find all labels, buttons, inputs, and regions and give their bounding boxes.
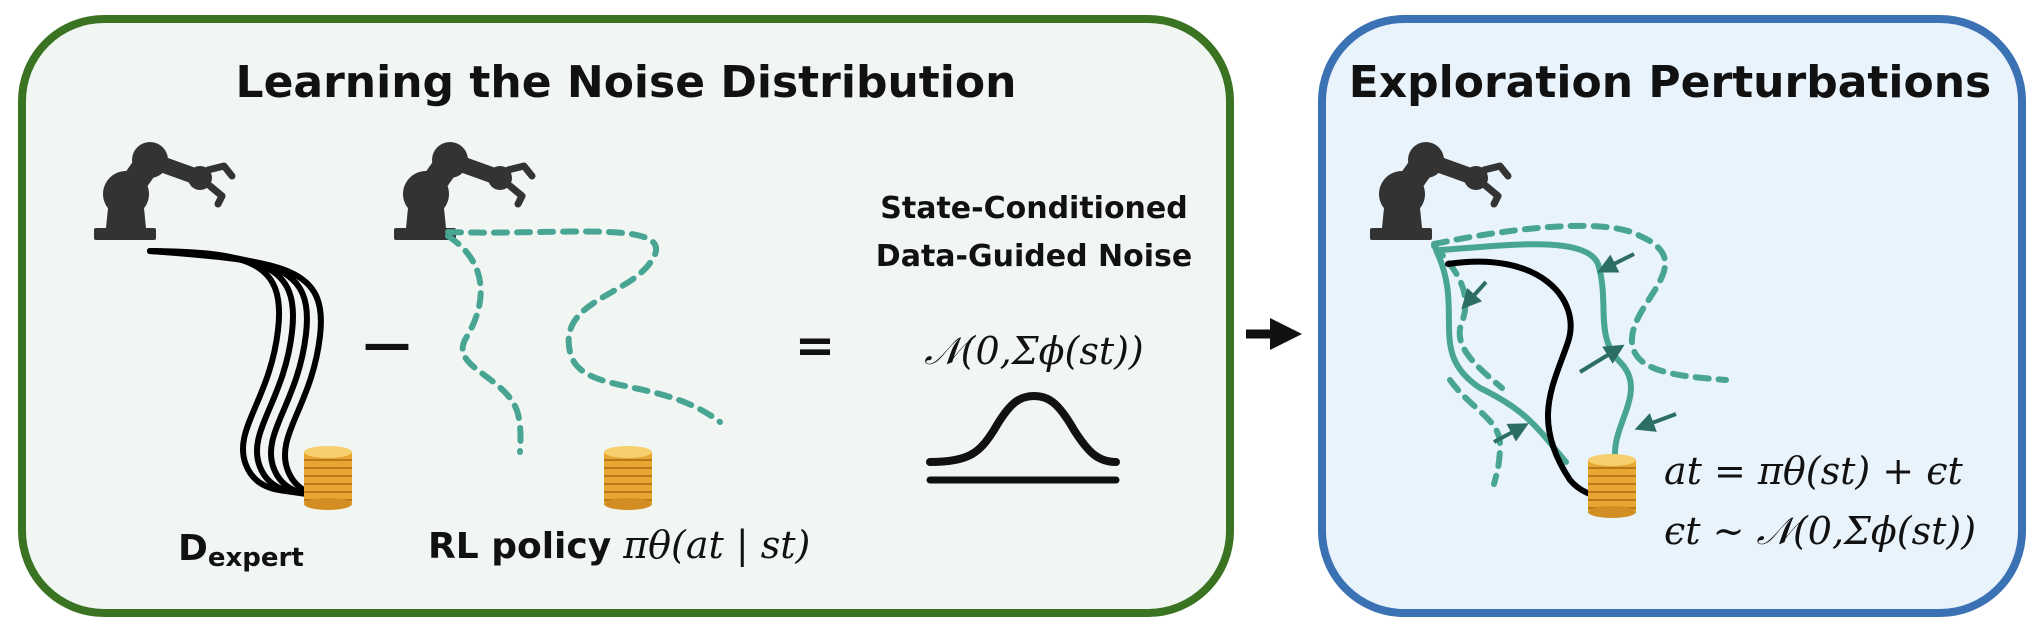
coin-stack-icon: [1587, 453, 1637, 519]
coin-stack-icon: [303, 445, 353, 511]
expert-trajectories: [147, 248, 337, 501]
epsilon-formula: ϵt ∼ 𝒩(0,Σϕ(st)): [1664, 509, 1976, 553]
right-arrow-icon: [1246, 318, 1302, 350]
noise-title-line1: State-Conditioned: [880, 191, 1188, 226]
bell-curve-icon: [926, 391, 1120, 484]
minus-operator: —: [363, 316, 411, 372]
equals-operator: =: [795, 318, 835, 374]
coin-stack-icon: [603, 445, 653, 511]
noise-formula: 𝒩(0,Σϕ(st)): [924, 329, 1144, 373]
dexpert-label: Dexpert: [178, 528, 304, 573]
noise-title-line2: Data-Guided Noise: [876, 239, 1192, 274]
left-panel-title: Learning the Noise Distribution: [236, 57, 1017, 108]
action-formula: at = πθ(st) + ϵt: [1664, 449, 1963, 493]
perturbation-arrow-icon: [1461, 252, 1677, 444]
right-panel-title: Exploration Perturbations: [1349, 57, 1992, 108]
rl-trajectories: [445, 228, 723, 455]
perturbed-trajectories: [1431, 222, 1729, 499]
